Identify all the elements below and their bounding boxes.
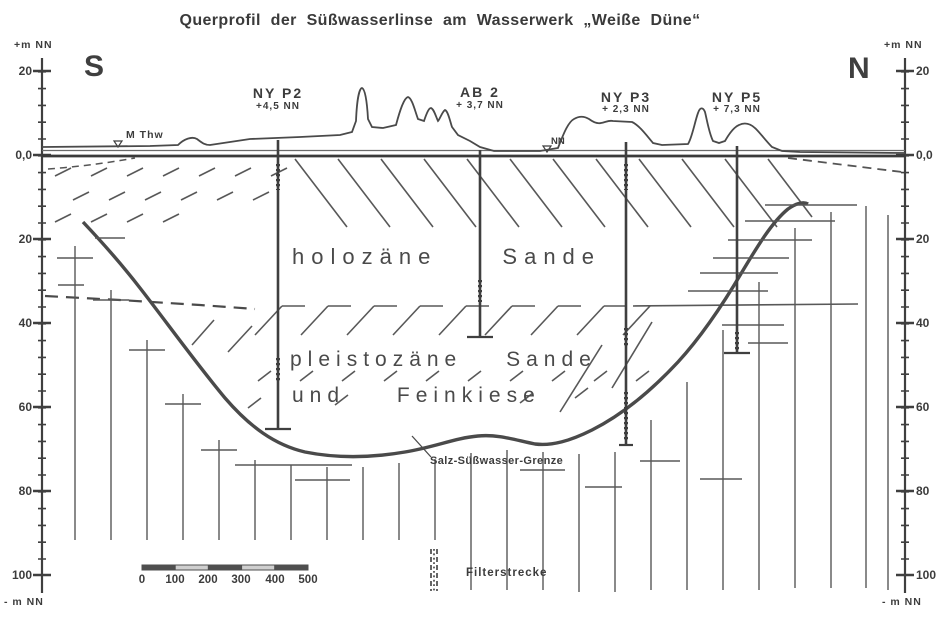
right-tick-0: 0,0 <box>916 148 933 162</box>
salz-label-leader <box>411 435 432 458</box>
saltwater-horizontal-marks <box>57 204 857 488</box>
salt-fresh-boundary-curve <box>81 201 809 459</box>
borehole-nyp2-elevation: +4,5 NN <box>256 101 300 112</box>
left-tick-0: 0,0 <box>15 148 32 162</box>
borehole-nyp2-name: NY P2 <box>252 85 304 101</box>
scale-label-100: 100 <box>165 574 185 586</box>
borehole-ab2 <box>467 150 493 339</box>
scale-label-300: 300 <box>231 574 251 586</box>
compass-north-label: N <box>848 52 870 85</box>
borehole-nyp2 <box>265 140 291 431</box>
dashed-water-right <box>787 157 903 173</box>
holocene-dash-hatch <box>54 167 288 223</box>
right-tick-80: 80 <box>916 484 930 498</box>
right-tick-20: 20 <box>916 232 930 246</box>
left-tick-80: 80 <box>18 484 32 498</box>
left-tick-100: 100 <box>11 568 32 582</box>
right-tick-100: 100 <box>916 568 937 582</box>
right-axis-bottom-unit: - m NN <box>882 596 922 608</box>
terrain-profile-line <box>41 87 906 154</box>
pleistocene-gravel-label: und Feinkiese <box>292 384 541 407</box>
scale-bar <box>141 564 309 571</box>
left-tick-20: 20 <box>18 232 32 246</box>
pleistocene-hatch <box>191 305 653 413</box>
scale-label-200: 200 <box>198 574 218 586</box>
left-axis-bottom-unit: - m NN <box>4 596 44 608</box>
dashed-water-left <box>47 157 136 170</box>
right-tick-60: 60 <box>916 400 930 414</box>
pleistocene-sands-label: pleistozäne Sande <box>290 348 597 371</box>
left-tick-60: 60 <box>18 400 32 414</box>
borehole-ab2-elevation: + 3,7 NN <box>456 100 504 111</box>
left-tick-20p: 20 <box>18 64 32 78</box>
left-axis-top-unit: +m NN <box>14 39 53 51</box>
mthw-nabla-icon <box>112 140 124 149</box>
right-axis <box>896 58 914 593</box>
scale-label-500: 500 <box>298 574 318 586</box>
figure-title: Querprofil der Süßwasserlinse am Wasserw… <box>179 12 701 29</box>
borehole-nyp3-name: NY P3 <box>600 89 652 105</box>
left-axis <box>33 58 51 593</box>
nn-label: NN <box>551 136 565 147</box>
holocene-sands-label: holozäne Sande <box>292 244 602 269</box>
pleistocene-boundary-right <box>632 303 859 307</box>
right-tick-20p: 20 <box>916 64 930 78</box>
borehole-nyp5-name: NY P5 <box>711 89 763 105</box>
saltwater-vertical-marks <box>74 206 889 592</box>
right-tick-40: 40 <box>916 316 930 330</box>
filter-section-icon <box>430 549 438 591</box>
mthw-label: M Thw <box>126 129 164 141</box>
salt-fresh-boundary-label: Salz-Süßwasser-Grenze <box>430 455 564 467</box>
left-tick-40: 40 <box>18 316 32 330</box>
filter-section-label: Filterstrecke <box>466 567 548 579</box>
scale-label-400: 400 <box>265 574 285 586</box>
right-axis-top-unit: +m NN <box>884 39 923 51</box>
borehole-nyp3 <box>619 142 633 447</box>
pleistocene-boundary-dashed <box>44 294 256 311</box>
compass-south-label: S <box>84 50 105 83</box>
scale-label-0: 0 <box>138 574 146 586</box>
borehole-nyp5-elevation: + 7,3 NN <box>713 104 761 115</box>
borehole-ab2-name: AB 2 <box>460 84 500 100</box>
holocene-hatch <box>294 158 813 228</box>
borehole-nyp5 <box>724 146 750 355</box>
borehole-nyp3-elevation: + 2,3 NN <box>602 104 650 115</box>
